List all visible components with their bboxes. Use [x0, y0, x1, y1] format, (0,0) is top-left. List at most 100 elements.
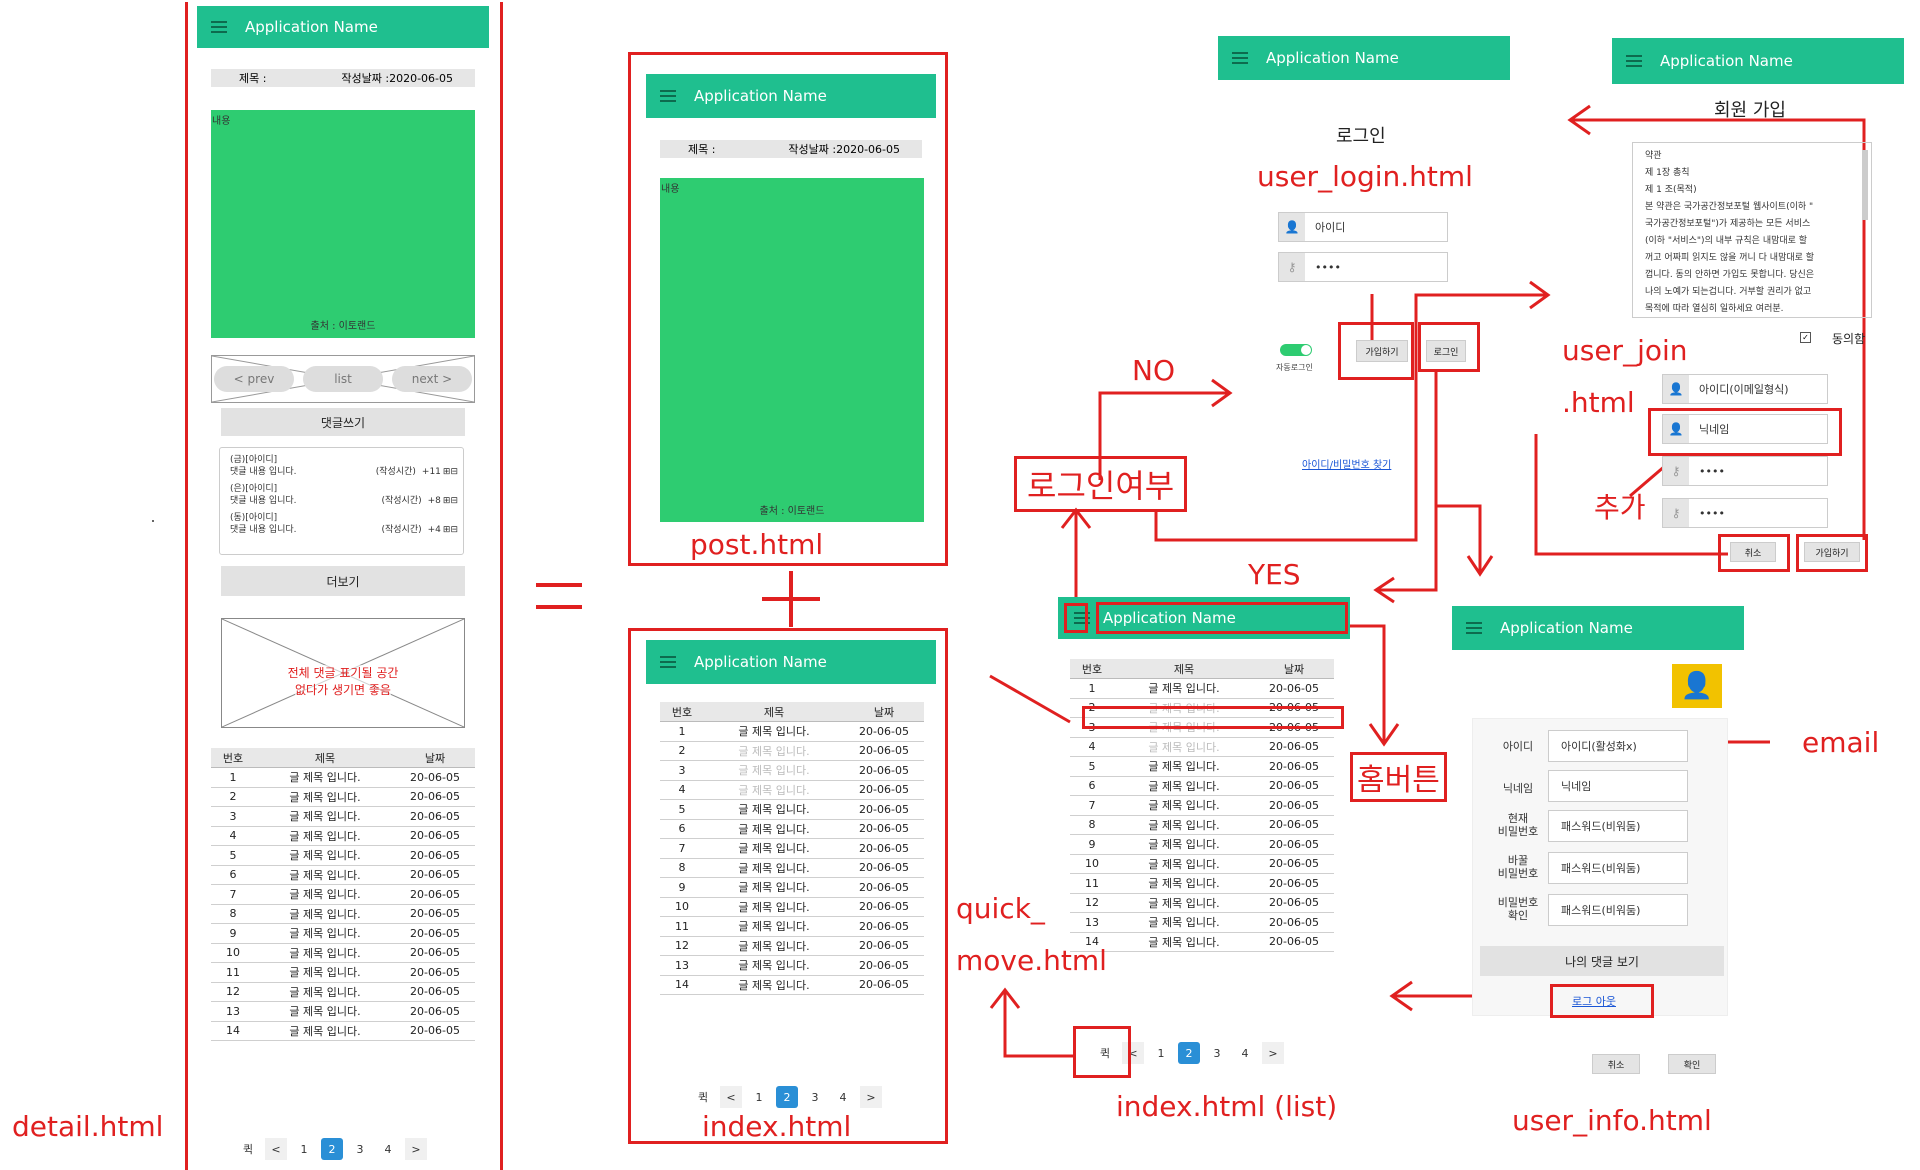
minus-icon[interactable]: ⊟ — [450, 467, 458, 477]
minus-icon[interactable]: ⊟ — [450, 496, 458, 506]
app-title[interactable]: Application Name — [1096, 602, 1348, 634]
row-title[interactable]: 글 제목 입니다. — [738, 920, 810, 934]
row-title[interactable]: 글 제목 입니다. — [289, 810, 361, 824]
row-title[interactable]: 글 제목 입니다. — [738, 959, 810, 973]
row-title[interactable]: 글 제목 입니다. — [738, 803, 810, 817]
join-id-field[interactable]: 👤아이디(이메일형식) — [1662, 374, 1828, 404]
row-title[interactable]: 글 제목 입니다. — [738, 744, 810, 758]
quick-move-button[interactable]: 퀵 — [697, 1091, 709, 1104]
next-page-button[interactable]: > — [405, 1138, 427, 1160]
row-title[interactable]: 글 제목 입니다. — [738, 764, 810, 778]
row-title[interactable]: 글 제목 입니다. — [738, 842, 810, 856]
find-account-link[interactable]: 아이디/비밀번호 찾기 — [1302, 460, 1392, 471]
row-title[interactable]: 글 제목 입니다. — [1148, 896, 1220, 910]
page-4-button[interactable]: 4 — [839, 1090, 847, 1104]
page-4-button[interactable]: 4 — [384, 1142, 392, 1156]
info-cur-pw-field[interactable]: 패스워드(비워둠) — [1548, 810, 1688, 842]
info-confirm-field[interactable]: 패스워드(비워둠) — [1548, 894, 1688, 926]
row-title[interactable]: 글 제목 입니다. — [289, 849, 361, 863]
page-4-button[interactable]: 4 — [1241, 1046, 1249, 1060]
login-button[interactable]: 로그인 — [1426, 340, 1466, 362]
prev-button[interactable]: < prev — [214, 366, 294, 392]
page-2-button[interactable]: 2 — [1178, 1042, 1200, 1064]
row-title[interactable]: 글 제목 입니다. — [1148, 799, 1220, 813]
row-title[interactable]: 글 제목 입니다. — [1148, 857, 1220, 871]
write-comment-button[interactable]: 댓글쓰기 — [221, 408, 465, 436]
row-title[interactable]: 글 제목 입니다. — [1148, 818, 1220, 832]
plus-icon[interactable]: ⊞ — [442, 496, 451, 506]
menu-icon[interactable] — [660, 653, 676, 671]
join-password-field[interactable]: ⚷•••• — [1662, 456, 1828, 486]
next-page-button[interactable]: > — [860, 1086, 882, 1108]
row-title[interactable]: 글 제목 입니다. — [1148, 779, 1220, 793]
info-cancel-button[interactable]: 취소 — [1592, 1054, 1640, 1074]
my-comments-button[interactable]: 나의 댓글 보기 — [1480, 946, 1724, 976]
menu-icon[interactable] — [1466, 619, 1482, 637]
login-id-field[interactable]: 👤아이디 — [1278, 212, 1448, 242]
auto-login-toggle[interactable] — [1280, 344, 1312, 356]
row-title[interactable]: 글 제목 입니다. — [1148, 935, 1220, 949]
menu-icon[interactable] — [660, 87, 676, 105]
row-title[interactable]: 글 제목 입니다. — [738, 939, 810, 953]
logout-link[interactable]: 로그 아웃 — [1572, 995, 1616, 1008]
page-1-button[interactable]: 1 — [1157, 1046, 1165, 1060]
prev-page-button[interactable]: < — [265, 1138, 287, 1160]
page-3-button[interactable]: 3 — [1213, 1046, 1221, 1060]
menu-icon[interactable] — [211, 18, 227, 36]
row-title[interactable]: 글 제목 입니다. — [738, 822, 810, 836]
row-title[interactable]: 글 제목 입니다. — [1148, 916, 1220, 930]
info-new-pw-field[interactable]: 패스워드(비워둠) — [1548, 852, 1688, 884]
row-title[interactable]: 글 제목 입니다. — [1148, 838, 1220, 852]
row-title[interactable]: 글 제목 입니다. — [289, 1024, 361, 1038]
page-1-button[interactable]: 1 — [300, 1142, 308, 1156]
next-button[interactable]: next > — [392, 366, 472, 392]
menu-icon[interactable] — [1064, 603, 1088, 633]
minus-icon[interactable]: ⊟ — [450, 525, 458, 535]
page-3-button[interactable]: 3 — [811, 1090, 819, 1104]
plus-icon[interactable]: ⊞ — [442, 467, 451, 477]
row-title[interactable]: 글 제목 입니다. — [289, 927, 361, 941]
row-title[interactable]: 글 제목 입니다. — [289, 946, 361, 960]
row-title[interactable]: 글 제목 입니다. — [738, 978, 810, 992]
prev-page-button[interactable]: < — [1122, 1042, 1144, 1064]
row-title[interactable]: 글 제목 입니다. — [289, 868, 361, 882]
page-1-button[interactable]: 1 — [755, 1090, 763, 1104]
join-password-confirm-field[interactable]: ⚷•••• — [1662, 498, 1828, 528]
quick-move-button[interactable]: 퀵 — [242, 1143, 254, 1156]
info-ok-button[interactable]: 확인 — [1668, 1054, 1716, 1074]
row-title[interactable]: 글 제목 입니다. — [289, 1005, 361, 1019]
join-button[interactable]: 가입하기 — [1356, 340, 1408, 362]
join-cancel-button[interactable]: 취소 — [1730, 542, 1776, 562]
row-title[interactable]: 글 제목 입니다. — [289, 790, 361, 804]
row-title[interactable]: 글 제목 입니다. — [289, 907, 361, 921]
row-title[interactable]: 글 제목 입니다. — [289, 985, 361, 999]
row-title[interactable]: 글 제목 입니다. — [738, 725, 810, 739]
row-title[interactable]: 글 제목 입니다. — [738, 881, 810, 895]
